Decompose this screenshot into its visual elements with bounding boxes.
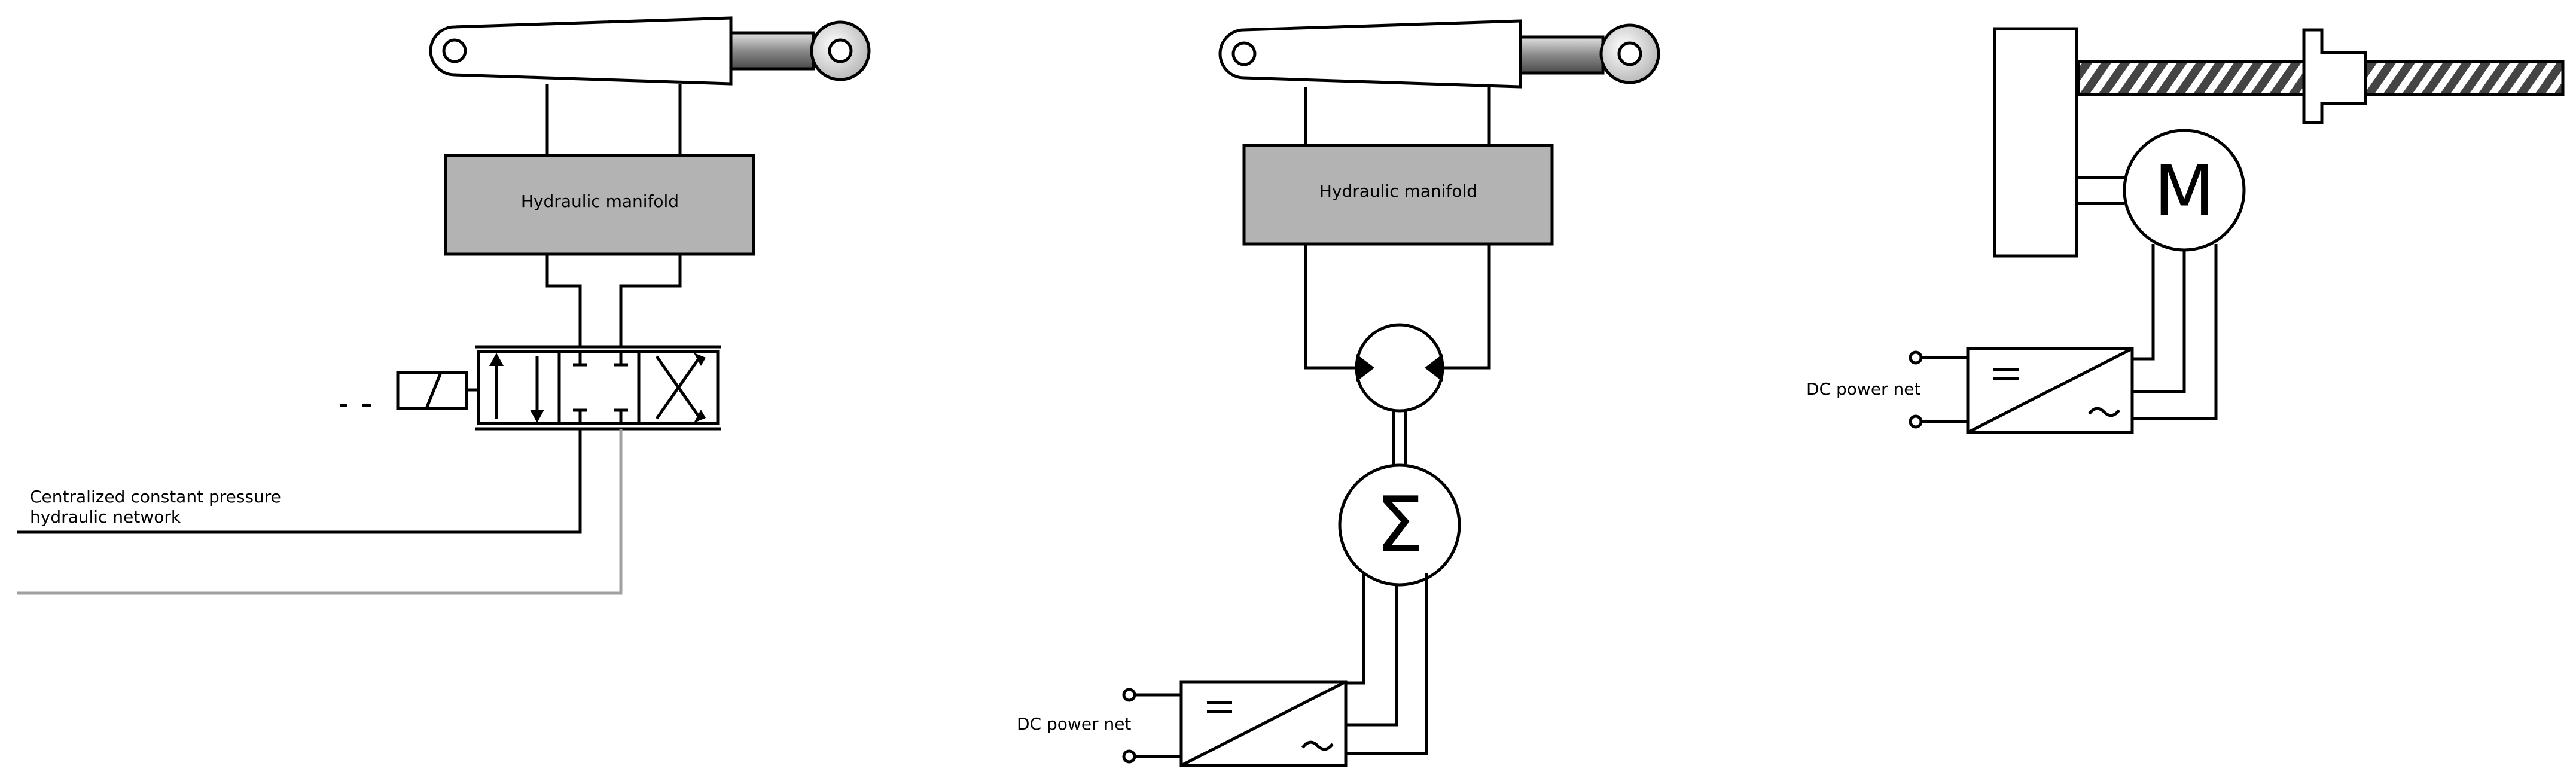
hydraulic-pump — [1355, 323, 1444, 413]
cylinder-mount-hole — [442, 38, 467, 63]
cylinder-body — [1218, 19, 1522, 89]
cylinder-rod — [1517, 35, 1605, 75]
valve-cross-1-head — [694, 353, 706, 366]
inverter-diagonal — [1967, 347, 2133, 434]
electro-mechanical-actuator: M DC power net — [1806, 27, 2565, 434]
inverter-right — [1966, 347, 2134, 434]
sigma-motor-circle — [1338, 463, 1461, 587]
phase-line-1 — [1346, 573, 1365, 685]
sigma-symbol: Σ — [1376, 481, 1424, 570]
network-label-line1: Centralized constant pressure — [30, 487, 281, 507]
dc-power-net-label: DC power net — [1017, 714, 1131, 734]
ball-screw-nut — [2302, 28, 2367, 124]
phase-line-3 — [2132, 244, 2218, 420]
dc-terminal-bottom — [1909, 414, 1923, 429]
hydraulic-cylinder — [429, 16, 871, 86]
solenoid-box — [396, 371, 468, 410]
motor-symbol: M — [2154, 150, 2215, 232]
solenoid-diagonal — [425, 372, 443, 409]
dc-terminal-bottom — [1122, 749, 1136, 764]
ac-symbol — [1301, 740, 1334, 751]
ac-symbol — [2088, 407, 2120, 417]
return-line — [17, 429, 623, 595]
inverter-middle — [1179, 680, 1348, 767]
cylinder-body — [429, 16, 733, 86]
inverter-box — [1179, 680, 1348, 767]
phase-line-1 — [2132, 244, 2155, 361]
hydraulic-manifold-box — [444, 154, 755, 256]
pump-triangle-left — [1356, 354, 1374, 382]
servo-valve — [340, 345, 721, 431]
valve-body — [477, 350, 720, 425]
manifold-line-b — [619, 254, 682, 347]
dc-terminal-top — [1122, 688, 1136, 702]
rod-eye-hole — [1617, 41, 1642, 66]
valve-cross-2 — [655, 355, 700, 417]
network-label-line2: hydraulic network — [30, 507, 181, 527]
pressure-supply-line — [17, 429, 582, 534]
dc-power-net-label: DC power net — [1806, 379, 1920, 399]
phase-line-2 — [1346, 585, 1398, 727]
hydraulic-manifold-box — [1242, 144, 1554, 246]
gearbox-block — [1993, 27, 2078, 258]
pump-line-left — [1304, 244, 1356, 370]
valve-cross-2-head — [694, 410, 706, 423]
cylinder-mount-hole — [1231, 41, 1257, 66]
pump-triangle-right — [1425, 354, 1443, 382]
pump-line-right — [1443, 244, 1491, 370]
phase-line-2 — [2132, 250, 2186, 393]
valve-arrow-down-head — [530, 410, 544, 423]
inverter-diagonal — [1180, 680, 1347, 767]
hydraulic-cylinder-middle — [1218, 19, 1660, 89]
phase-line-3 — [1346, 573, 1428, 755]
manifold-line-a — [545, 254, 582, 347]
valve-arrow-up-head — [489, 353, 504, 366]
electro-hydrostatic-actuator: Hydraulic manifold Σ DC po — [1017, 19, 1660, 767]
servo-hydraulic-actuator: Hydraulic manifold — [17, 16, 871, 595]
cylinder-rod — [728, 31, 815, 71]
dc-terminal-top — [1909, 350, 1923, 365]
hydraulic-manifold-label: Hydraulic manifold — [521, 191, 679, 211]
inverter-box — [1966, 347, 2134, 434]
hydraulic-manifold-label: Hydraulic manifold — [1319, 181, 1477, 201]
rod-eye-hole — [828, 38, 853, 63]
